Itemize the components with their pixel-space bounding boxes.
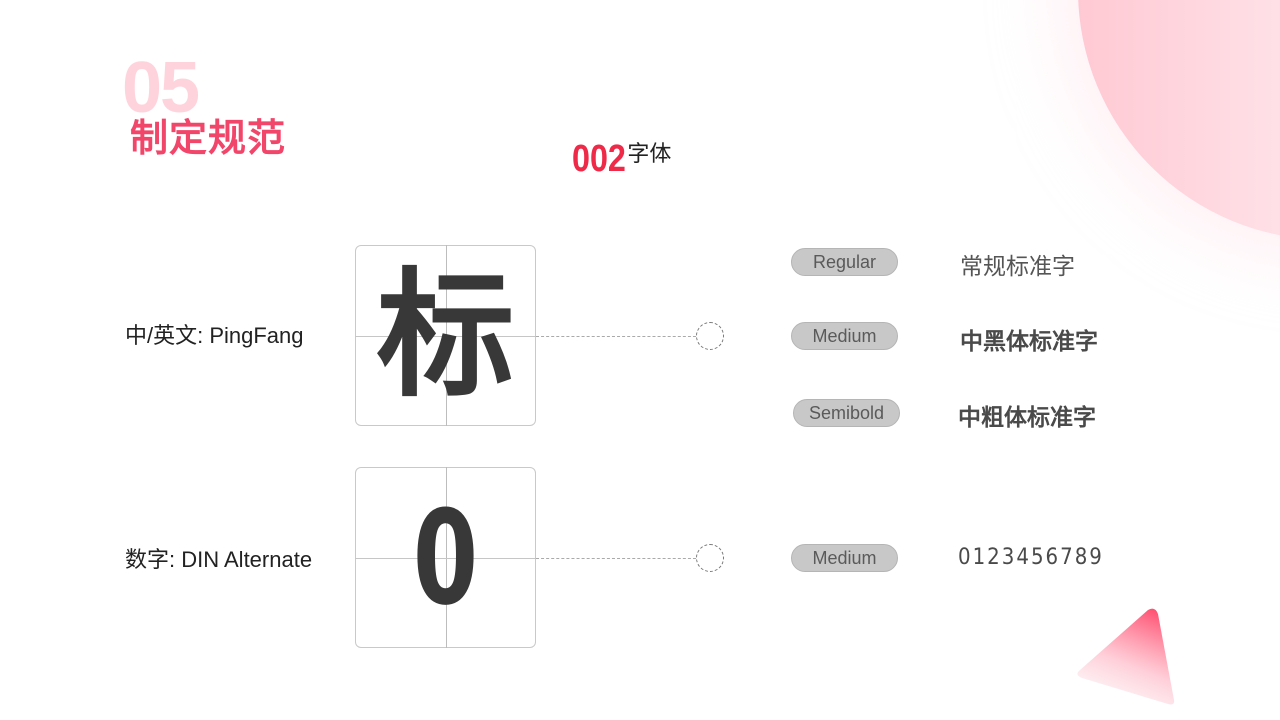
weight-badge-medium-digits: Medium bbox=[791, 544, 898, 572]
specimen-glyph: 标 bbox=[376, 258, 515, 413]
specimen-box-din: 0 bbox=[355, 467, 536, 648]
connector-node-icon bbox=[696, 544, 724, 572]
grid-line-vertical bbox=[446, 467, 447, 648]
grid-line-vertical bbox=[446, 245, 447, 426]
weight-sample-regular: 常规标准字 bbox=[960, 253, 1075, 279]
decorative-circle bbox=[1078, 0, 1280, 240]
weight-badge-regular: Regular bbox=[791, 248, 898, 276]
connector-line bbox=[536, 558, 696, 559]
specimen-glyph: 0 bbox=[412, 481, 479, 634]
page-title: 制定规范 bbox=[130, 118, 287, 160]
subsection-heading: 002 字体 bbox=[572, 140, 671, 178]
grid-line-horizontal bbox=[355, 336, 536, 337]
subsection-label: 字体 bbox=[627, 141, 672, 166]
weight-badge-medium: Medium bbox=[791, 322, 898, 350]
font-label-pingfang: 中/英文: PingFang bbox=[125, 323, 304, 348]
grid-line-horizontal bbox=[355, 558, 536, 559]
specimen-box-pingfang: 标 bbox=[355, 245, 536, 426]
weight-sample-medium: 中黑体标准字 bbox=[960, 328, 1098, 354]
subsection-code: 002 bbox=[572, 138, 626, 180]
weight-badge-semibold: Semibold bbox=[793, 399, 900, 427]
connector-node-icon bbox=[696, 322, 724, 350]
weight-sample-digits: 0123456789 bbox=[958, 545, 1104, 570]
font-label-din: 数字: DIN Alternate bbox=[125, 547, 313, 572]
decorative-triangle bbox=[1077, 608, 1175, 705]
connector-line bbox=[536, 336, 696, 337]
weight-sample-semibold: 中粗体标准字 bbox=[958, 404, 1096, 430]
section-number-watermark: 05 bbox=[122, 48, 200, 128]
